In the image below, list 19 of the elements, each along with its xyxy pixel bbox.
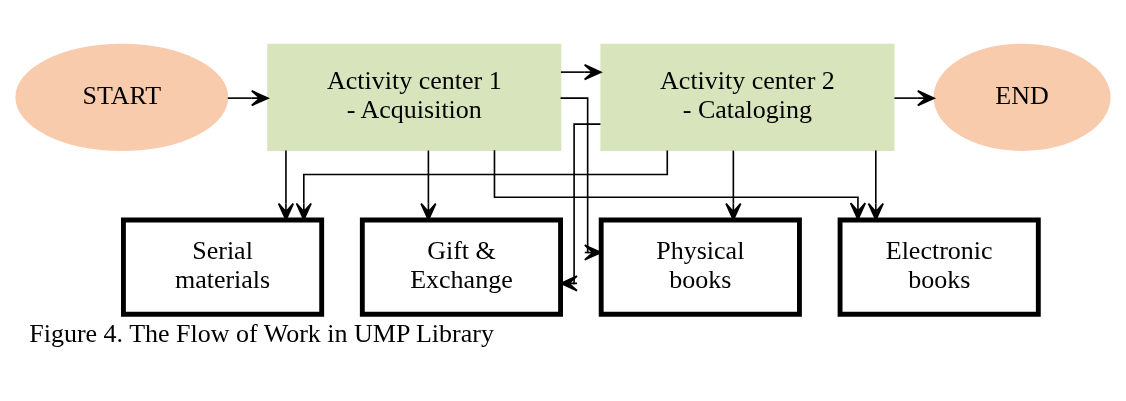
arrow [893, 90, 935, 107]
node-ellipse: END [933, 43, 1111, 151]
arrow [867, 149, 884, 221]
node-ellipse: START [15, 43, 229, 151]
arrow [227, 90, 269, 107]
caption: Figure 4. The Flow of Work in UMP Library [29, 318, 494, 348]
node-box: Serial materials [121, 217, 325, 317]
arrow [725, 149, 742, 221]
node-box: Gift & Exchange [359, 217, 563, 317]
arrow [277, 149, 295, 221]
node-box: Activity center 1 - Acquisition [267, 43, 562, 151]
arrow [493, 149, 867, 221]
node-box: Electronic books [837, 217, 1041, 317]
arrow [560, 64, 602, 81]
node-box: Activity center 2 - Cataloging [600, 43, 895, 151]
node-box: Physical books [598, 217, 802, 317]
arrow [420, 149, 437, 221]
arrow [559, 97, 602, 261]
arrow [295, 149, 669, 221]
